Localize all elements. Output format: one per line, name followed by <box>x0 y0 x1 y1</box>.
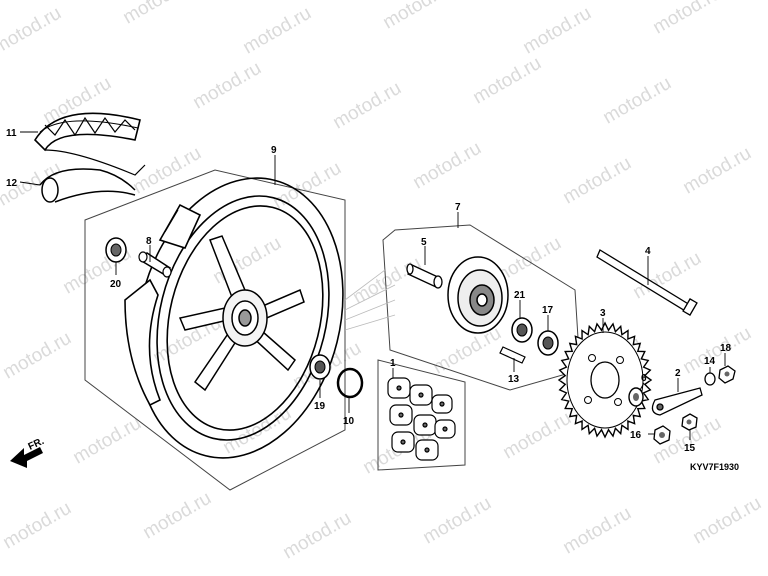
collar-8 <box>138 251 172 278</box>
stud-13 <box>499 346 526 364</box>
callout-4: 4 <box>645 246 651 257</box>
callout-14: 14 <box>704 356 716 367</box>
diagram-code: KYV7F1930 <box>690 462 739 472</box>
inner-tube <box>39 168 136 203</box>
front-marker-label: FR. <box>27 436 46 453</box>
callout-17: 17 <box>542 305 554 316</box>
wheel-spokes <box>178 235 305 392</box>
bearing-19 <box>309 354 331 380</box>
axle-4 <box>596 249 698 316</box>
callout-10: 10 <box>343 416 355 427</box>
callout-20: 20 <box>110 279 122 290</box>
leader-lines <box>19 131 726 440</box>
bearing-21 <box>511 317 533 343</box>
callout-13: 13 <box>508 374 520 385</box>
callout-21: 21 <box>514 290 526 301</box>
callout-3: 3 <box>600 308 606 319</box>
front-arrow <box>10 447 43 468</box>
callout-2: 2 <box>675 368 681 379</box>
callout-6: 6 <box>641 373 647 384</box>
damper-frame <box>377 359 466 471</box>
wheel-frame <box>84 169 346 491</box>
bolt-5 <box>406 263 443 289</box>
driven-flange <box>447 256 509 334</box>
nut-14 <box>704 372 716 386</box>
connection-shading <box>344 269 396 331</box>
callout-11: 11 <box>6 128 17 139</box>
adjuster-plate-2 <box>651 387 703 416</box>
wheel-rim <box>124 177 344 459</box>
callout-12: 12 <box>6 178 18 189</box>
sprocket <box>557 321 653 439</box>
callout-18: 18 <box>720 343 732 354</box>
nut-16 <box>653 425 671 445</box>
collar-6 <box>628 387 644 407</box>
callout-1: 1 <box>390 358 396 369</box>
o-ring-10 <box>336 367 364 399</box>
callout-7: 7 <box>455 202 461 213</box>
bearing-20 <box>105 237 127 263</box>
callout-16: 16 <box>630 430 642 441</box>
callout-8: 8 <box>146 236 152 247</box>
callout-9: 9 <box>271 145 277 156</box>
tire <box>33 112 146 176</box>
nut-15 <box>681 413 698 431</box>
nut-18 <box>718 365 736 384</box>
callout-19: 19 <box>314 401 326 412</box>
hub-frame <box>382 224 581 391</box>
damper-rubbers <box>387 377 456 461</box>
bearing-17 <box>537 330 559 356</box>
callout-5: 5 <box>421 237 427 248</box>
callout-15: 15 <box>684 443 696 454</box>
